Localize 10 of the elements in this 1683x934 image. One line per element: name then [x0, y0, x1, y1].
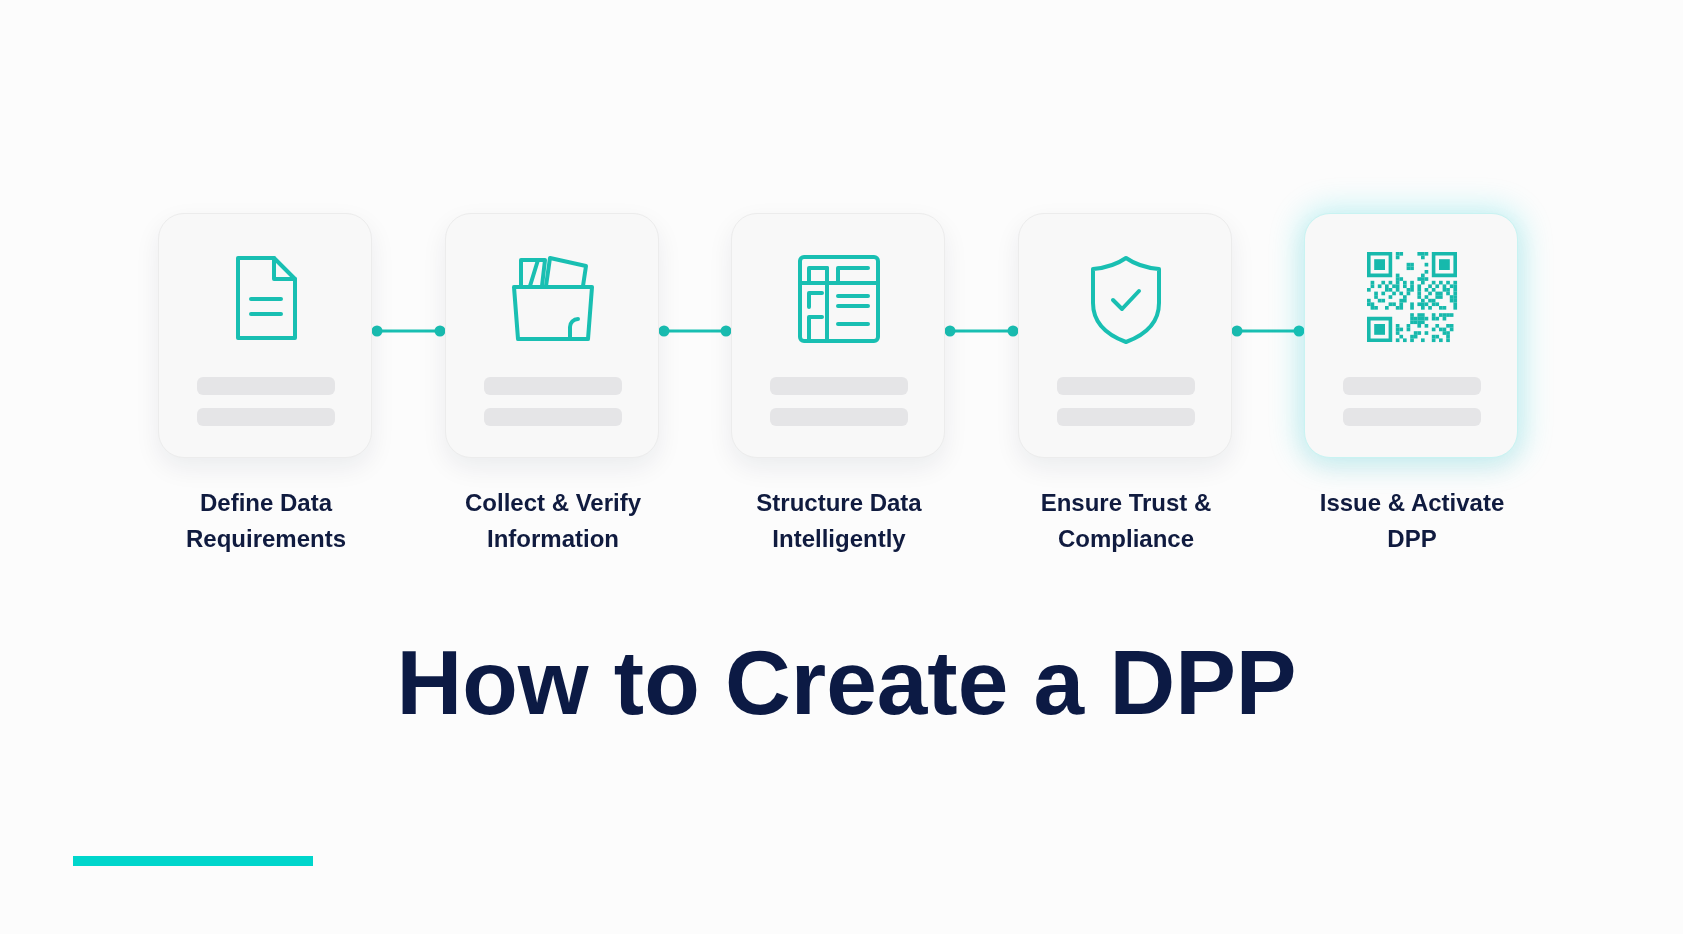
- step-label: Ensure Trust & Compliance: [1039, 488, 1213, 554]
- connector-line: [371, 325, 446, 337]
- title: How to Create a DPP: [395, 631, 1298, 735]
- step-label: Issue & Activate DPP: [1318, 488, 1506, 554]
- step-label: Collect & Verify Information: [463, 488, 643, 554]
- connector-line: [658, 325, 732, 337]
- step-label: Define Data Requirements: [184, 488, 347, 554]
- connector-line: [1231, 325, 1305, 337]
- connector-line: [944, 325, 1019, 337]
- step-label: Structure Data Intelligently: [755, 488, 923, 554]
